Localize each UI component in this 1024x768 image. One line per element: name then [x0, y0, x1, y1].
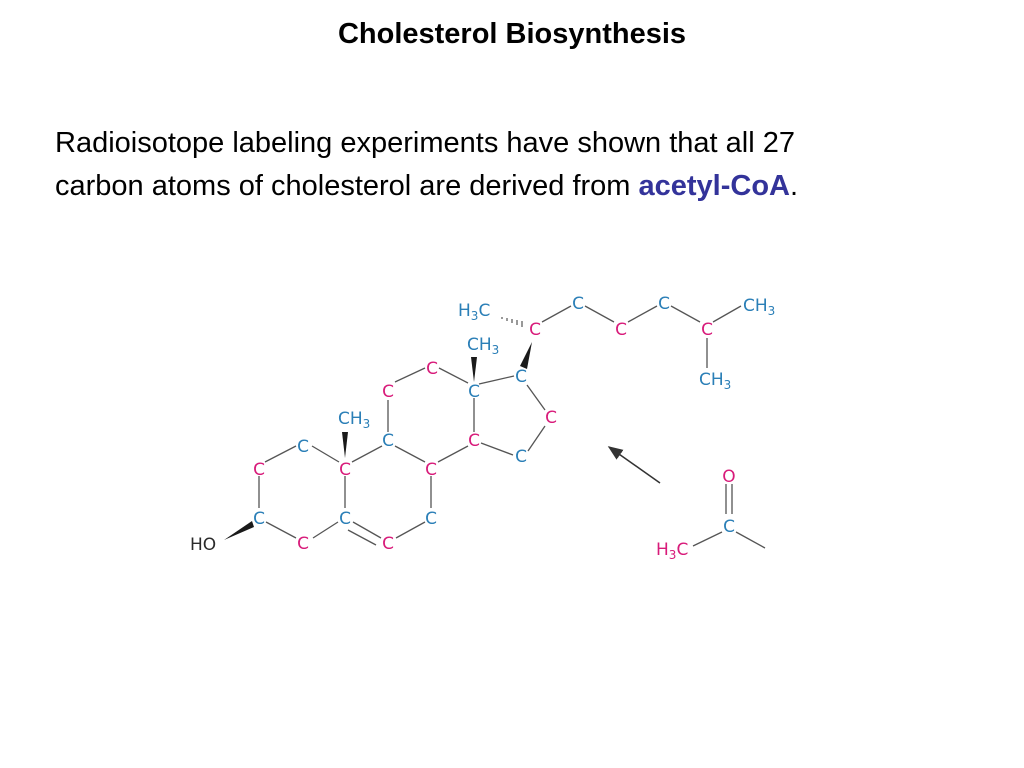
carbon-atom: C: [339, 509, 351, 529]
acetyl-methyl: H3C: [656, 540, 688, 562]
carbon-atom: C: [382, 382, 394, 402]
oxygen-atom: O: [722, 467, 735, 487]
carbon-atom: C: [545, 408, 557, 428]
hydroxyl-label: HO: [190, 535, 216, 555]
methyl-group: H3C: [458, 301, 490, 323]
methyl-group: CH3: [743, 296, 775, 318]
acetyl-coa-highlight: acetyl-CoA: [638, 170, 791, 202]
carbon-atom: C: [253, 509, 265, 529]
cholesterol-atoms: C C C C C C C C C C C C C C C C C C C C …: [253, 294, 713, 554]
intro-paragraph: Radioisotope labeling experiments have s…: [55, 122, 975, 208]
carbon-atom: C: [701, 320, 713, 340]
acetyl-group: O C H3C: [656, 467, 766, 562]
carbon-atom: C: [297, 437, 309, 457]
methyl-group: CH3: [699, 370, 731, 392]
carbon-atom: C: [382, 534, 394, 554]
carbon-atom: C: [339, 460, 351, 480]
arrow-icon: [607, 446, 661, 484]
carbon-atom: C: [425, 460, 437, 480]
paragraph-period: .: [790, 170, 799, 202]
methyl-group: CH3: [338, 409, 370, 431]
wedge-bonds: [224, 342, 532, 540]
cholesterol-bonds: [258, 305, 742, 546]
carbon-atom: C: [297, 534, 309, 554]
carbon-atom: C: [253, 460, 265, 480]
carbon-atom: C: [572, 294, 584, 314]
carbon-atom: C: [382, 431, 394, 451]
carbon-atom: C: [515, 447, 527, 467]
methyl-groups: CH3 CH3 CH3 CH3 H3C: [338, 296, 775, 431]
carbon-atom: C: [658, 294, 670, 314]
carbon-atom: C: [468, 382, 480, 402]
carbon-atom: C: [425, 509, 437, 529]
carbonyl-carbon: C: [723, 517, 735, 537]
carbon-atom: C: [426, 359, 438, 379]
carbon-atom: C: [468, 431, 480, 451]
methyl-group: CH3: [467, 335, 499, 357]
paragraph-line-1: Radioisotope labeling experiments have s…: [55, 127, 795, 159]
page-title: Cholesterol Biosynthesis: [337, 18, 687, 50]
carbon-atom: C: [515, 367, 527, 387]
carbon-atom: C: [615, 320, 627, 340]
paragraph-line-2: carbon atoms of cholesterol are derived …: [55, 170, 639, 202]
carbon-atom: C: [529, 320, 541, 340]
